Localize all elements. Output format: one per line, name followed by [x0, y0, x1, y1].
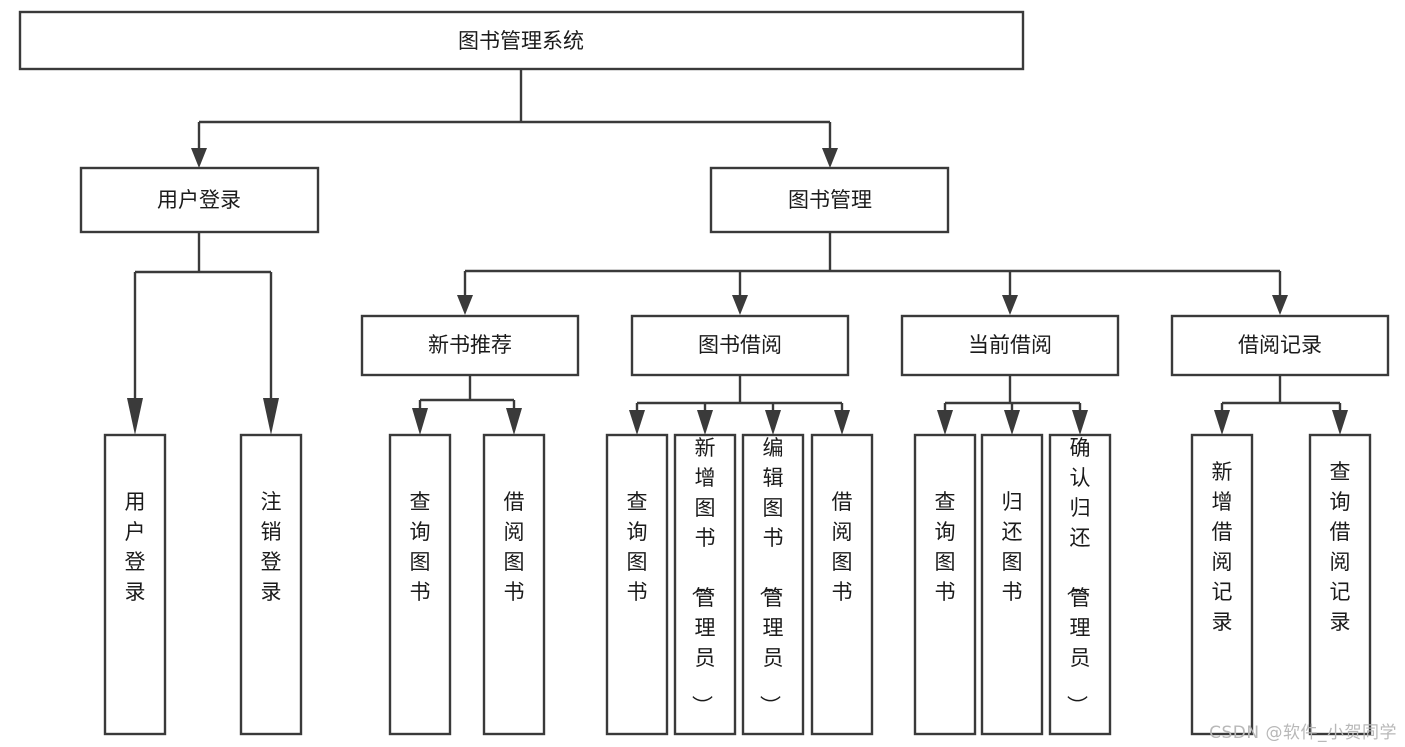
connector-group-root — [191, 69, 838, 168]
leaf-node-current-borrow-2-label: 确认归还（管理员） — [1065, 436, 1091, 716]
leaf-node-book-borrow-3[interactable]: 借阅图书 — [810, 433, 874, 736]
node-book-borrow[interactable]: 图书借阅 — [630, 314, 850, 377]
node-new-book-recommend[interactable]: 新书推荐 — [360, 314, 580, 377]
arrow-head-leaf-current-borrow-0 — [937, 410, 953, 435]
arrow-head-leaf-current-borrow-1 — [1004, 410, 1020, 435]
leaf-node-book-borrow-2-label: 编辑图书（管理员） — [758, 436, 784, 716]
node-user-login-label: 用户登录 — [157, 188, 241, 212]
leaf-node-current-borrow-2[interactable]: 确认归还（管理员） — [1048, 433, 1112, 736]
connector-group-current-borrow — [937, 375, 1088, 435]
leaf-node-current-borrow-1[interactable]: 归还图书 — [980, 433, 1044, 736]
leaf-node-user-login-0-box[interactable] — [103, 433, 167, 736]
leaf-node-book-borrow-3-label: 借阅图书 — [832, 490, 853, 604]
leaf-node-book-borrow-3-box[interactable] — [810, 433, 874, 736]
arrow-head-leaf-user-login-1 — [263, 398, 279, 435]
leaf-node-borrow-records-1-box[interactable] — [1308, 433, 1372, 736]
leaf-node-book-borrow-1-box[interactable] — [673, 433, 737, 736]
arrow-head-current-borrow — [1002, 295, 1018, 315]
arrow-head-borrow-records — [1272, 295, 1288, 315]
leaf-node-new-book-0-label: 查询图书 — [410, 490, 431, 604]
node-book-management[interactable]: 图书管理 — [709, 166, 950, 234]
arrow-head-leaf-borrow-records-1 — [1332, 410, 1348, 435]
arrow-head-book-mgmt — [822, 148, 838, 168]
node-user-login[interactable]: 用户登录 — [79, 166, 320, 234]
leaf-node-borrow-records-1[interactable]: 查询借阅记录 — [1308, 433, 1372, 736]
connector-group-book-mgmt — [457, 232, 1288, 315]
node-root[interactable]: 图书管理系统 — [18, 10, 1025, 71]
leaf-node-borrow-records-0[interactable]: 新增借阅记录 — [1190, 433, 1254, 736]
leaf-node-new-book-1[interactable]: 借阅图书 — [482, 433, 546, 736]
arrow-head-leaf-current-borrow-2 — [1072, 410, 1088, 435]
arrow-head-leaf-book-borrow-1 — [697, 410, 713, 435]
csdn-watermark: CSDN @软件_小贺同学 — [1209, 723, 1397, 743]
node-current-borrow-label: 当前借阅 — [968, 333, 1052, 357]
leaf-node-user-login-1[interactable]: 注销登录 — [239, 433, 303, 736]
arrow-head-user-login — [191, 148, 207, 168]
leaf-node-user-login-0[interactable]: 用户登录 — [103, 433, 167, 736]
node-current-borrow-box[interactable] — [900, 314, 1120, 377]
connector-group-borrow-records — [1214, 375, 1348, 435]
leaf-node-book-borrow-2-box[interactable] — [741, 433, 805, 736]
node-book-management-label: 图书管理 — [788, 188, 872, 212]
node-root-box[interactable] — [18, 10, 1025, 71]
arrow-head-leaf-new-book-1 — [506, 408, 522, 435]
leaf-node-user-login-1-label: 注销登录 — [261, 490, 282, 604]
arrow-head-new-book — [457, 295, 473, 315]
connector-group-new-book — [412, 375, 522, 435]
leaf-node-book-borrow-1-label: 新增图书（管理员） — [690, 436, 716, 716]
node-user-login-box[interactable] — [79, 166, 320, 234]
connector-group-user-login — [127, 232, 279, 435]
node-book-borrow-box[interactable] — [630, 314, 850, 377]
arrow-head-leaf-book-borrow-2 — [765, 410, 781, 435]
node-new-book-recommend-label: 新书推荐 — [428, 333, 512, 357]
arrow-head-leaf-book-borrow-0 — [629, 410, 645, 435]
node-book-borrow-label: 图书借阅 — [698, 333, 782, 357]
leaf-node-book-borrow-0[interactable]: 查询图书 — [605, 433, 669, 736]
node-borrow-records-label: 借阅记录 — [1238, 333, 1322, 357]
arrow-head-leaf-book-borrow-3 — [834, 410, 850, 435]
leaf-node-new-book-0-box[interactable] — [388, 433, 452, 736]
node-current-borrow[interactable]: 当前借阅 — [900, 314, 1120, 377]
leaf-node-current-borrow-2-box[interactable] — [1048, 433, 1112, 736]
leaf-node-current-borrow-0-label: 查询图书 — [935, 490, 956, 604]
leaf-node-user-login-1-box[interactable] — [239, 433, 303, 736]
node-borrow-records-box[interactable] — [1170, 314, 1390, 377]
arrow-head-leaf-new-book-0 — [412, 408, 428, 435]
leaf-node-borrow-records-0-label: 新增借阅记录 — [1212, 460, 1233, 634]
node-new-book-recommend-box[interactable] — [360, 314, 580, 377]
connector-group-book-borrow — [629, 375, 850, 435]
node-borrow-records[interactable]: 借阅记录 — [1170, 314, 1390, 377]
leaf-node-current-borrow-0-box[interactable] — [913, 433, 977, 736]
leaf-node-borrow-records-0-box[interactable] — [1190, 433, 1254, 736]
leaf-node-user-login-0-label: 用户登录 — [125, 490, 146, 604]
node-book-management-box[interactable] — [709, 166, 950, 234]
leaf-node-book-borrow-2[interactable]: 编辑图书（管理员） — [741, 433, 805, 736]
leaf-node-current-borrow-0[interactable]: 查询图书 — [913, 433, 977, 736]
arrow-head-leaf-borrow-records-0 — [1214, 410, 1230, 435]
leaf-node-new-book-0[interactable]: 查询图书 — [388, 433, 452, 736]
leaf-node-current-borrow-1-box[interactable] — [980, 433, 1044, 736]
leaf-node-new-book-1-label: 借阅图书 — [504, 490, 525, 604]
node-root-label: 图书管理系统 — [458, 29, 584, 53]
leaf-node-book-borrow-0-box[interactable] — [605, 433, 669, 736]
leaf-node-current-borrow-1-label: 归还图书 — [1002, 490, 1023, 604]
leaf-node-borrow-records-1-label: 查询借阅记录 — [1330, 460, 1351, 634]
leaf-node-book-borrow-0-label: 查询图书 — [627, 490, 648, 604]
leaf-node-book-borrow-1[interactable]: 新增图书（管理员） — [673, 433, 737, 736]
arrow-head-book-borrow — [732, 295, 748, 315]
arrow-head-leaf-user-login-0 — [127, 398, 143, 435]
leaf-node-new-book-1-box[interactable] — [482, 433, 546, 736]
